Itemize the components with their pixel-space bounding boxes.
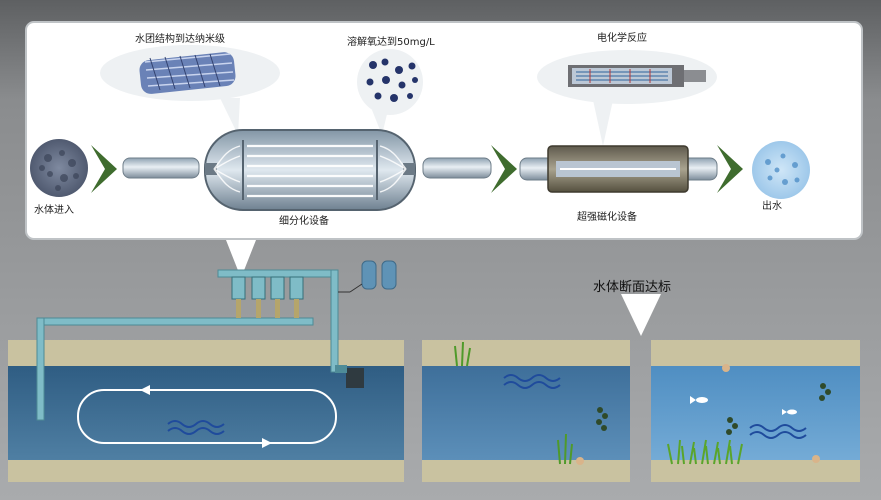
oxygen-bubbles-icon bbox=[366, 58, 418, 102]
intake-pump bbox=[335, 365, 364, 388]
river-section-3 bbox=[651, 340, 860, 482]
oxygen-label: 溶解氧达到50mg/L bbox=[347, 37, 435, 48]
flow-arrow-3 bbox=[717, 145, 743, 193]
wave-icon-2 bbox=[503, 374, 561, 389]
electrochem-callout bbox=[537, 50, 717, 146]
fish-icon bbox=[690, 396, 797, 415]
standard-pointer bbox=[621, 294, 661, 336]
oxygen-callout bbox=[357, 49, 423, 135]
flow-arrow-1 bbox=[91, 145, 117, 193]
inlet-water-sample bbox=[30, 139, 88, 197]
magnetizer-label: 超强磁化设备 bbox=[577, 212, 637, 223]
wave-icon-3 bbox=[749, 424, 807, 439]
standard-label: 水体断面达标 bbox=[593, 280, 672, 295]
refiner-tank bbox=[204, 129, 416, 211]
water-out-label: 出水 bbox=[762, 201, 782, 212]
refiner-label: 细分化设备 bbox=[279, 216, 329, 227]
aeration-piping bbox=[36, 269, 339, 421]
inlet-pipe bbox=[122, 157, 200, 179]
connector-pointer bbox=[226, 240, 256, 278]
seaweed-icon bbox=[596, 383, 831, 435]
flow-arrow-2 bbox=[491, 145, 517, 193]
river-section-1 bbox=[8, 340, 404, 482]
water-in-label: 水体进入 bbox=[34, 205, 74, 216]
electrode-illustration bbox=[568, 65, 706, 87]
wave-icon-1 bbox=[167, 420, 225, 435]
electrochem-label: 电化学反应 bbox=[597, 33, 647, 44]
nanotube-illustration bbox=[139, 52, 236, 94]
magnetizer-unit bbox=[519, 145, 718, 193]
oxygen-cylinders bbox=[338, 260, 397, 293]
treatment-modules bbox=[231, 276, 304, 318]
outlet-water-sample bbox=[752, 141, 810, 199]
nanotube-label: 水团结构到达纳米级 bbox=[135, 34, 225, 45]
circulation-loop bbox=[77, 385, 337, 448]
water-plant-icon bbox=[454, 341, 573, 465]
nanotube-callout bbox=[100, 45, 280, 135]
shell-icon bbox=[576, 364, 820, 465]
grass-bed-icon bbox=[667, 439, 743, 465]
middle-pipe bbox=[422, 157, 492, 179]
